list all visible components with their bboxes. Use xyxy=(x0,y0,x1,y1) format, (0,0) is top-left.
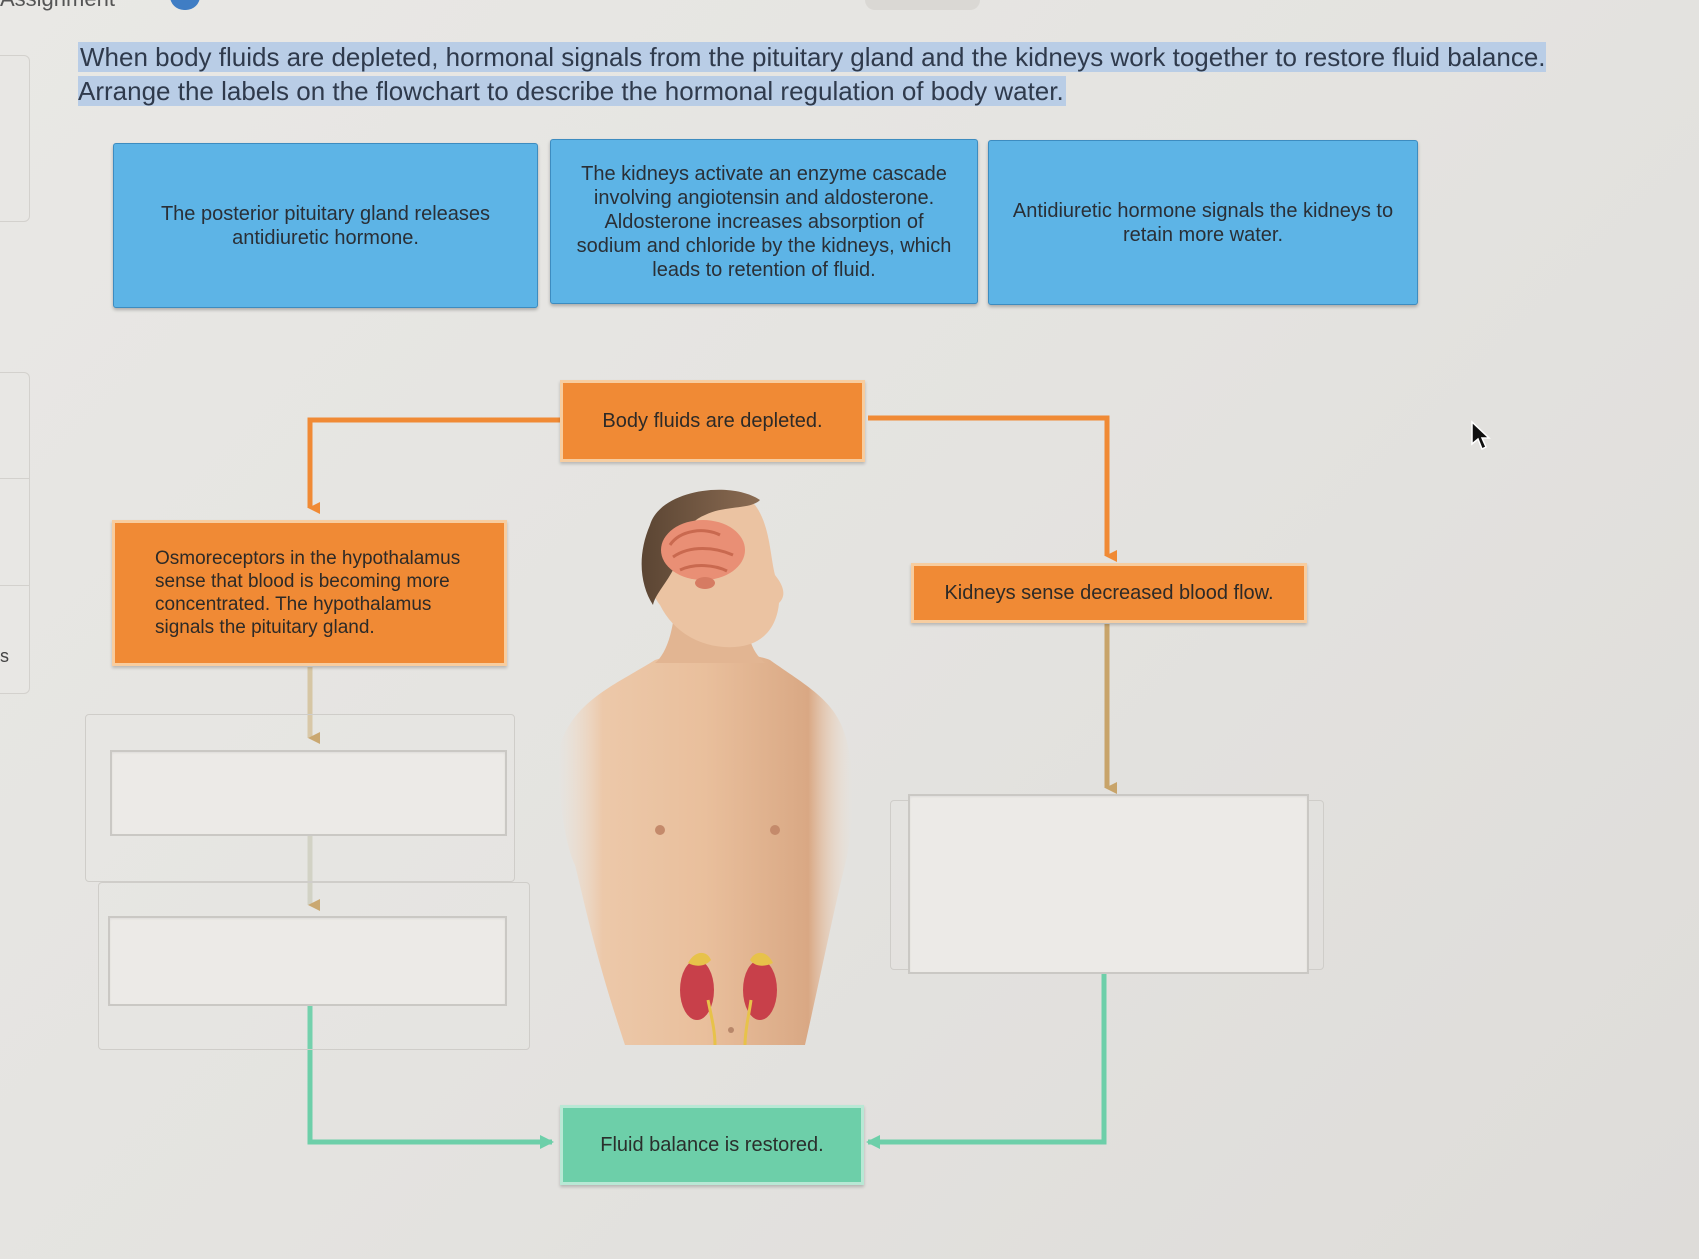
left-rail-panel-lower[interactable] xyxy=(0,372,30,694)
top-bar: Assignment xyxy=(0,0,1699,14)
arrow-right-to-end xyxy=(866,972,1107,1149)
flow-end-text: Fluid balance is restored. xyxy=(600,1133,824,1156)
top-tab[interactable] xyxy=(865,0,980,10)
drop-target-left-1[interactable] xyxy=(110,750,507,836)
flow-end-box: Fluid balance is restored. xyxy=(560,1105,864,1185)
question-prompt: When body fluids are depleted, hormonal … xyxy=(78,40,1638,108)
flow-start-text: Body fluids are depleted. xyxy=(602,409,823,432)
flow-left-step-box: Osmoreceptors in the hypothalamus sense … xyxy=(112,520,507,666)
info-icon[interactable] xyxy=(170,0,200,10)
left-rail-panel[interactable] xyxy=(0,55,30,222)
label-text: The kidneys activate an enzyme cascade i… xyxy=(576,162,952,281)
draggable-label-posterior-pituitary[interactable]: The posterior pituitary gland releases a… xyxy=(113,143,538,308)
sidebar-letter: s xyxy=(0,646,9,666)
arrow-start-to-left xyxy=(307,417,560,514)
label-text: The posterior pituitary gland releases a… xyxy=(160,202,491,249)
label-text: Antidiuretic hormone signals the kidneys… xyxy=(1012,199,1394,246)
assignment-title: Assignment xyxy=(0,0,115,12)
draggable-label-adh-signals[interactable]: Antidiuretic hormone signals the kidneys… xyxy=(988,140,1418,305)
drop-target-right[interactable] xyxy=(908,794,1309,974)
arrow-start-to-right xyxy=(868,415,1117,562)
flow-right-step-box: Kidneys sense decreased blood flow. xyxy=(911,563,1307,623)
flow-left-step-text: Osmoreceptors in the hypothalamus sense … xyxy=(155,548,461,638)
human-body-illustration xyxy=(558,489,853,1046)
mouse-cursor-icon xyxy=(1471,420,1491,451)
flow-right-step-text: Kidneys sense decreased blood flow. xyxy=(944,581,1274,604)
draggable-label-enzyme-cascade[interactable]: The kidneys activate an enzyme cascade i… xyxy=(550,139,978,304)
drop-target-left-2[interactable] xyxy=(108,916,507,1006)
flow-start-box: Body fluids are depleted. xyxy=(560,380,865,462)
